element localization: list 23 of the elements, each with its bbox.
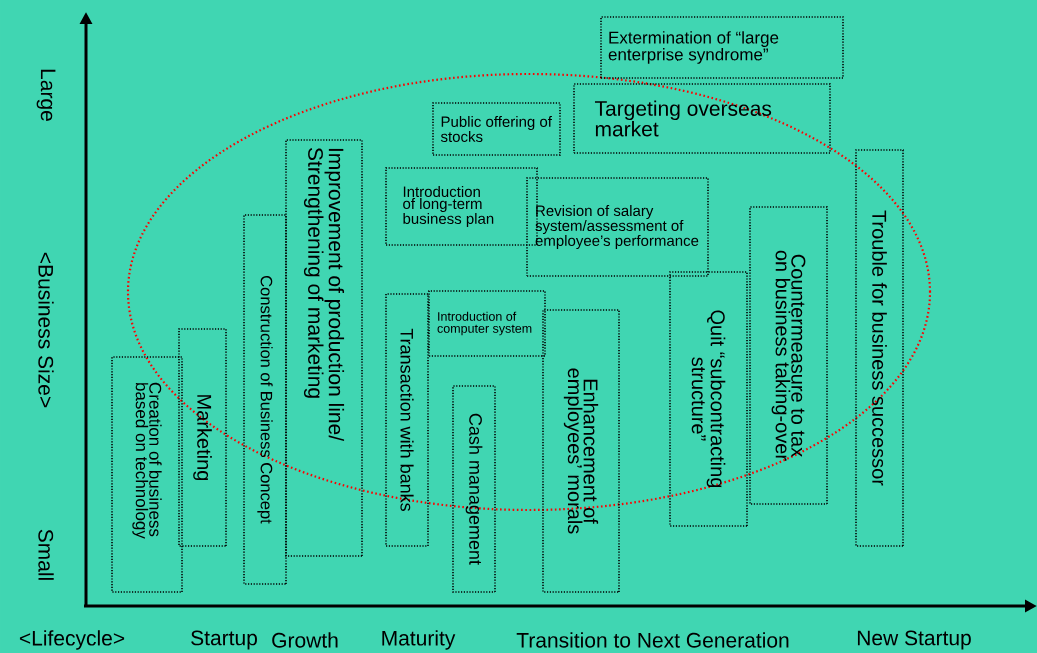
axis-label: Growth bbox=[272, 632, 338, 648]
text-box: Marketing bbox=[178, 328, 227, 547]
axis-label: Maturity bbox=[382, 630, 456, 650]
axis-label: New Startup bbox=[857, 630, 971, 650]
axis-label: Large bbox=[36, 69, 56, 121]
text-box: Revision of salary system/assessment of employee’s performance bbox=[526, 177, 709, 277]
text-box: Construction of Business Concept bbox=[243, 214, 287, 585]
axis-label: <Business Size> bbox=[38, 252, 54, 408]
text-box: Introduction of computer system bbox=[428, 290, 546, 357]
axis-label: Transition to Next Generation bbox=[516, 632, 789, 648]
text-box: Public offering of stocks bbox=[432, 102, 561, 156]
axis-label: Startup bbox=[191, 630, 257, 650]
text-box: Cash management bbox=[452, 385, 496, 593]
text-box: Quit “subcontracting structure” bbox=[669, 271, 748, 527]
text-box: Improvement of production line/ Strengthening of marketing bbox=[285, 139, 363, 557]
text-box: Countermeasure to tax on business taking-over bbox=[749, 206, 828, 505]
text-box: Enhancement of employees’ morals bbox=[542, 309, 620, 593]
text-box: Trouble for business successor bbox=[855, 149, 904, 547]
axis-label: <Lifecycle> bbox=[19, 630, 125, 650]
text-box: Transaction with banks bbox=[385, 293, 429, 547]
text-box: Creation of business based on technology bbox=[111, 356, 183, 593]
text-box: Extermination of “large enterprise syndrome” bbox=[600, 16, 844, 79]
axis-label: Small bbox=[38, 529, 54, 580]
